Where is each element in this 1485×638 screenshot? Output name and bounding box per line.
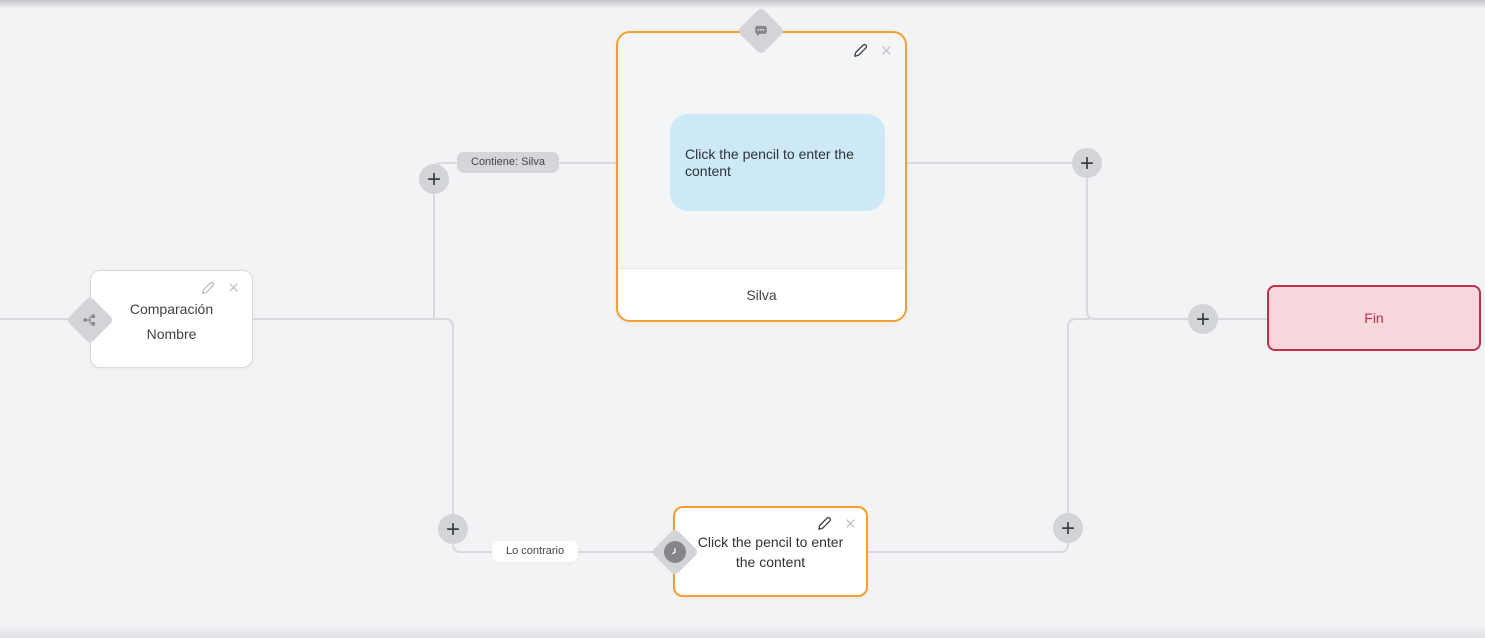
- timeout-node[interactable]: × Click the pencil to enter the content: [650, 506, 868, 597]
- edge-timeout-to-fin: [868, 318, 1090, 553]
- edge-branch-contiene: [433, 162, 618, 319]
- timeout-content-placeholder: Click the pencil to enter the content: [697, 533, 844, 570]
- edge-label-contrario[interactable]: Lo contrario: [492, 541, 579, 562]
- message-footer-label: Silva: [746, 286, 777, 303]
- edge-label-contiene[interactable]: Contiene: Silva: [457, 152, 559, 173]
- message-content-placeholder: Click the pencil to enter the content: [670, 114, 885, 211]
- comparison-node[interactable]: × Comparación Nombre: [65, 270, 253, 368]
- comparison-node-title: Comparación Nombre: [91, 271, 252, 347]
- pencil-icon[interactable]: [816, 516, 832, 532]
- edge-branch-contrario: [253, 318, 654, 553]
- pencil-icon[interactable]: [852, 43, 868, 59]
- branch-icon: [65, 295, 115, 345]
- add-node-button-branch-contiene[interactable]: +: [419, 164, 449, 194]
- add-node-button-after-message[interactable]: +: [1072, 148, 1102, 178]
- add-node-button-before-fin[interactable]: +: [1188, 304, 1218, 334]
- message-placeholder-text: Click the pencil to enter the content: [685, 145, 854, 179]
- close-icon[interactable]: ×: [844, 513, 856, 535]
- add-node-button-branch-contrario[interactable]: +: [438, 514, 468, 544]
- message-node[interactable]: × Click the pencil to enter the content …: [616, 6, 907, 322]
- pencil-icon[interactable]: [200, 281, 215, 296]
- add-node-button-after-timeout[interactable]: +: [1053, 513, 1083, 543]
- comparison-title-line-2: Nombre: [146, 326, 197, 342]
- end-node-label: Fin: [1364, 310, 1384, 326]
- close-icon[interactable]: ×: [880, 40, 892, 62]
- end-node[interactable]: Fin: [1267, 285, 1481, 351]
- edge-message-to-fin: [907, 162, 1267, 320]
- close-icon[interactable]: ×: [227, 278, 239, 299]
- comparison-title-line-1: Comparación: [129, 301, 214, 317]
- message-node-footer: Silva: [618, 268, 905, 320]
- clock-icon: [650, 527, 700, 577]
- chat-bubble-icon: [736, 6, 786, 56]
